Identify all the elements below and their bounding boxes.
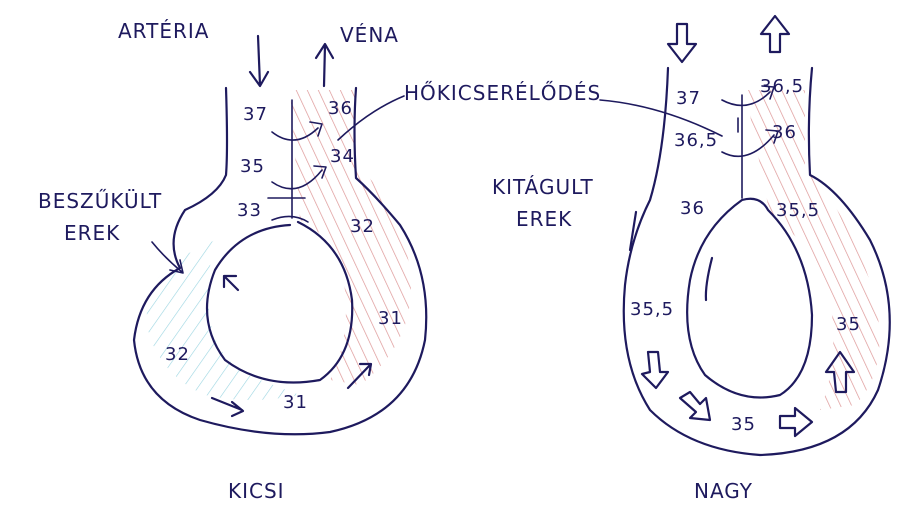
left-temp-34: 34 bbox=[330, 146, 355, 167]
left-inner-loop bbox=[207, 222, 352, 383]
right-loop: 37 36,5 36,5 36 36 35,5 35,5 35 35 bbox=[624, 16, 890, 455]
outline-flow-arrow-icon bbox=[642, 352, 668, 388]
right-temp-35-5-left: 35,5 bbox=[630, 299, 674, 320]
outline-flow-arrow-icon bbox=[780, 408, 812, 436]
left-cool-hatch bbox=[147, 240, 300, 400]
label-kicsi: KICSI bbox=[228, 479, 285, 503]
label-nagy: NAGY bbox=[694, 479, 753, 503]
label-beszukult-erek: EREK bbox=[64, 221, 120, 245]
flow-arrow-icon bbox=[212, 398, 243, 416]
label-arteria: ARTÉRIA bbox=[118, 19, 209, 43]
right-temp-36-mid: 36 bbox=[772, 122, 797, 143]
left-temp-35: 35 bbox=[240, 156, 265, 177]
label-beszukult: BESZŰKÜLT bbox=[38, 189, 162, 213]
right-temp-35-bottom: 35 bbox=[731, 414, 756, 435]
left-temp-31-right: 31 bbox=[378, 308, 403, 329]
right-temp-35-right: 35 bbox=[836, 314, 861, 335]
label-vena: VÉNA bbox=[340, 23, 399, 47]
right-warm-hatch bbox=[745, 90, 880, 410]
right-temp-37: 37 bbox=[676, 88, 701, 109]
flow-arrow-icon bbox=[224, 276, 238, 290]
up-arrow-icon bbox=[316, 44, 333, 86]
down-arrow-icon bbox=[250, 36, 268, 86]
outline-down-arrow-icon bbox=[668, 24, 696, 62]
label-hocsere: HŐKICSERÉLŐDÉS bbox=[404, 81, 601, 105]
left-warm-hatch bbox=[290, 90, 411, 385]
right-temp-36-5-mid: 36,5 bbox=[674, 130, 718, 151]
right-left-wall-mark2 bbox=[706, 258, 712, 300]
right-temp-36-5-top: 36,5 bbox=[760, 76, 804, 97]
outline-flow-arrow-icon bbox=[680, 392, 710, 420]
left-temp-32-left: 32 bbox=[165, 344, 190, 365]
right-temp-35-5-right: 35,5 bbox=[776, 200, 820, 221]
label-kitagult: KITÁGULT bbox=[492, 175, 594, 199]
outline-up-arrow-icon bbox=[761, 16, 789, 52]
left-temp-37: 37 bbox=[243, 104, 268, 125]
left-temp-33: 33 bbox=[237, 200, 262, 221]
label-kitagult-erek: EREK bbox=[516, 207, 572, 231]
left-temp-32-right: 32 bbox=[350, 216, 375, 237]
right-temp-36-left: 36 bbox=[680, 198, 705, 219]
left-loop: 37 36 35 34 33 32 31 32 31 bbox=[134, 36, 426, 434]
left-temp-31-bottom: 31 bbox=[283, 392, 308, 413]
left-temp-36: 36 bbox=[328, 98, 353, 119]
